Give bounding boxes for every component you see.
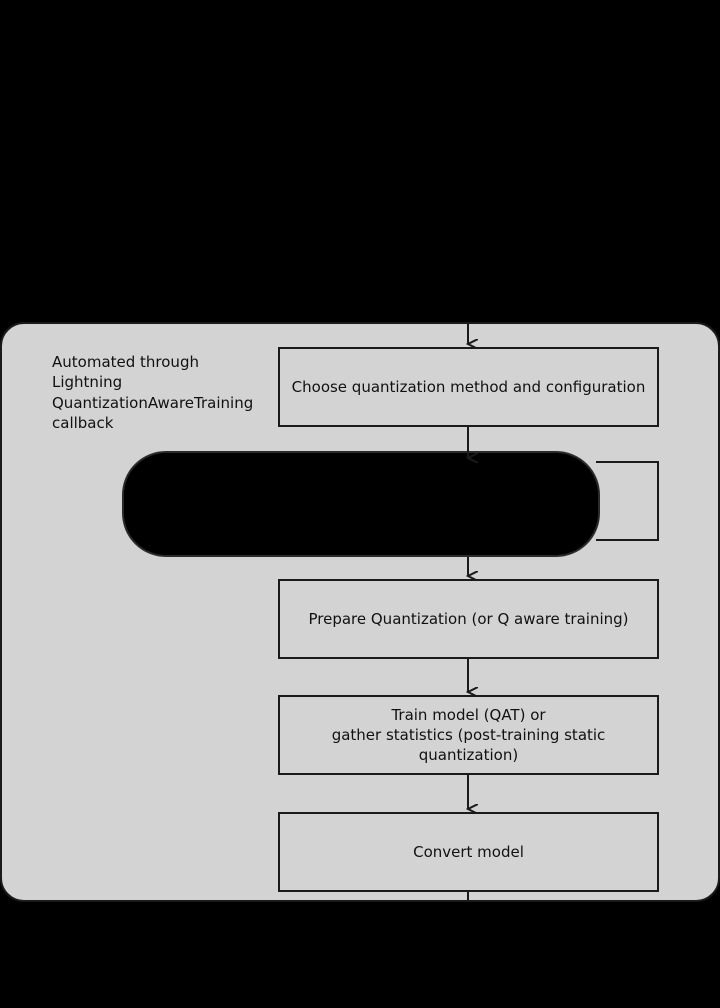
- step-choose-label: Choose quantization method and configura…: [291, 377, 646, 396]
- automation-note: Automated through Lightning Quantization…: [52, 352, 272, 433]
- note-line-1: Automated through Lightning: [52, 353, 199, 392]
- note-line-3: callback: [52, 413, 114, 432]
- step-prepare-label: Prepare Quantization (or Q aware trainin…: [308, 609, 629, 628]
- step-convert-label: Convert model: [413, 842, 524, 861]
- note-line-2: QuantizationAwareTraining: [52, 393, 254, 412]
- step-train-label-line-2: gather statistics (post-training static …: [331, 725, 606, 765]
- step-train-label-line-1: Train model (QAT) or: [391, 705, 546, 724]
- step-convert-model: Convert model: [278, 812, 659, 892]
- step-prepare-quantization: Prepare Quantization (or Q aware trainin…: [278, 579, 659, 659]
- step-choose-method: Choose quantization method and configura…: [278, 347, 659, 427]
- step-partially-obscured: [596, 461, 659, 541]
- step-train-model: Train model (QAT) or gather statistics (…: [278, 695, 659, 775]
- redacted-region: [122, 451, 600, 557]
